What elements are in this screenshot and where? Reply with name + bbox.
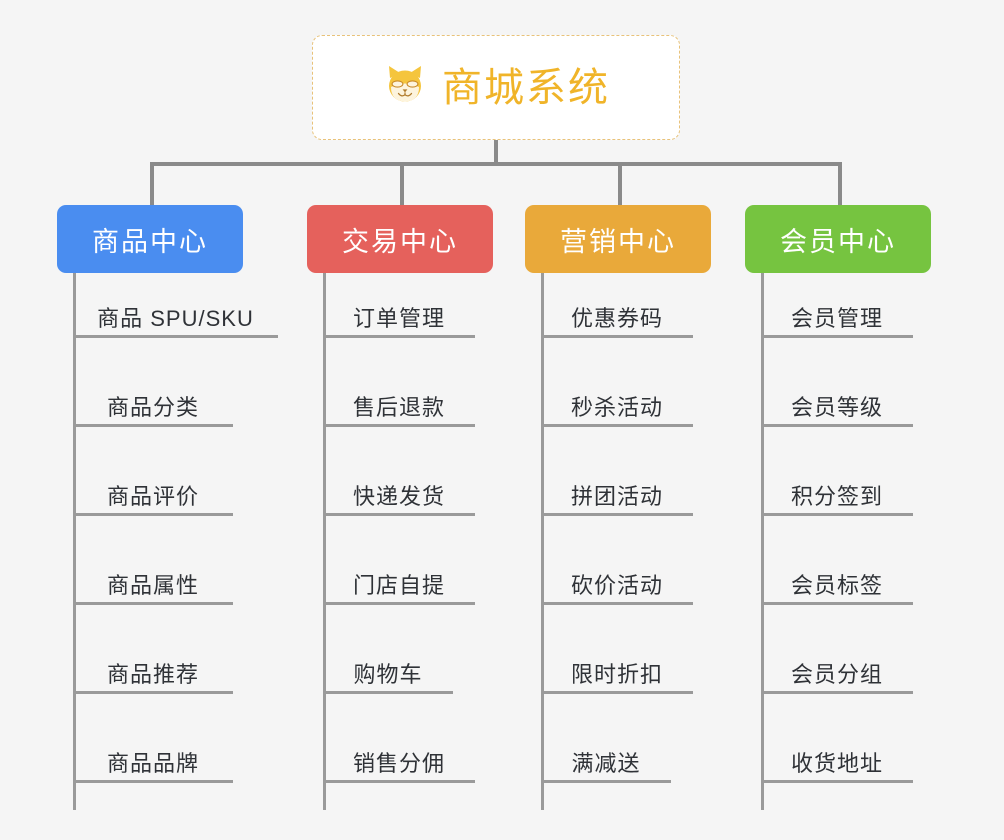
leaf-item[interactable]: 限时折扣 xyxy=(541,642,693,694)
leaf-item[interactable]: 商品属性 xyxy=(73,553,233,605)
leaf-label: 会员分组 xyxy=(790,661,883,687)
category-label: 营销中心 xyxy=(560,226,676,257)
leaf-label: 购物车 xyxy=(353,661,423,687)
leaf-item[interactable]: 秒杀活动 xyxy=(541,375,693,427)
leaf-item[interactable]: 售后退款 xyxy=(323,375,475,427)
leaf-item[interactable]: 购物车 xyxy=(323,642,453,694)
category-label: 商品中心 xyxy=(92,226,208,257)
leaf-item[interactable]: 商品 SPU/SKU xyxy=(73,286,278,338)
category-node-会员中心[interactable]: 会员中心 xyxy=(745,205,931,273)
leaf-label: 收货地址 xyxy=(790,750,883,776)
leaf-spine xyxy=(73,273,76,810)
connector-drop-4 xyxy=(838,162,842,206)
connector-drop-3 xyxy=(618,162,622,206)
leaf-label: 会员标签 xyxy=(790,572,883,598)
shiba-dog-icon xyxy=(382,62,428,113)
leaf-item[interactable]: 快递发货 xyxy=(323,464,475,516)
leaf-item[interactable]: 砍价活动 xyxy=(541,553,693,605)
leaf-label: 优惠券码 xyxy=(570,305,663,331)
category-label: 交易中心 xyxy=(342,226,458,257)
leaf-item[interactable]: 会员标签 xyxy=(761,553,913,605)
category-label: 会员中心 xyxy=(780,226,896,257)
connector-drop-2 xyxy=(400,162,404,206)
leaf-spine xyxy=(761,273,764,810)
leaf-label: 订单管理 xyxy=(352,305,445,331)
leaf-item[interactable]: 商品分类 xyxy=(73,375,233,427)
leaf-item[interactable]: 收货地址 xyxy=(761,731,913,783)
leaf-item[interactable]: 商品品牌 xyxy=(73,731,233,783)
leaf-label: 拼团活动 xyxy=(570,483,663,509)
leaf-item[interactable]: 优惠券码 xyxy=(541,286,693,338)
leaf-column-会员中心: 会员管理 会员等级 积分签到 会员标签 会员分组 收货地址 xyxy=(761,273,941,823)
connector-bus xyxy=(150,162,842,166)
leaf-item[interactable]: 满减送 xyxy=(541,731,671,783)
category-node-营销中心[interactable]: 营销中心 xyxy=(525,205,711,273)
leaf-label: 商品分类 xyxy=(106,394,199,420)
leaf-column-营销中心: 优惠券码 秒杀活动 拼团活动 砍价活动 限时折扣 满减送 xyxy=(541,273,721,823)
leaf-spine xyxy=(323,273,326,810)
category-node-交易中心[interactable]: 交易中心 xyxy=(307,205,493,273)
leaf-label: 销售分佣 xyxy=(352,750,445,776)
leaf-item[interactable]: 门店自提 xyxy=(323,553,475,605)
leaf-label: 限时折扣 xyxy=(570,661,663,687)
leaf-item[interactable]: 商品推荐 xyxy=(73,642,233,694)
leaf-label: 会员等级 xyxy=(790,394,883,420)
leaf-label: 商品品牌 xyxy=(106,750,199,776)
leaf-item[interactable]: 销售分佣 xyxy=(323,731,475,783)
leaf-column-商品中心: 商品 SPU/SKU 商品分类 商品评价 商品属性 商品推荐 商品品牌 xyxy=(73,273,283,823)
leaf-item[interactable]: 会员管理 xyxy=(761,286,913,338)
leaf-item[interactable]: 拼团活动 xyxy=(541,464,693,516)
leaf-label: 门店自提 xyxy=(352,572,445,598)
leaf-item[interactable]: 订单管理 xyxy=(323,286,475,338)
leaf-label: 秒杀活动 xyxy=(570,394,663,420)
leaf-column-交易中心: 订单管理 售后退款 快递发货 门店自提 购物车 销售分佣 xyxy=(323,273,503,823)
leaf-item[interactable]: 会员等级 xyxy=(761,375,913,427)
leaf-label: 快递发货 xyxy=(352,483,445,509)
root-node-商城系统[interactable]: 商城系统 xyxy=(312,35,680,140)
category-node-商品中心[interactable]: 商品中心 xyxy=(57,205,243,273)
leaf-spine xyxy=(541,273,544,810)
connector-trunk xyxy=(494,140,498,164)
leaf-item[interactable]: 会员分组 xyxy=(761,642,913,694)
leaf-label: 商品推荐 xyxy=(106,661,199,687)
leaf-item[interactable]: 积分签到 xyxy=(761,464,913,516)
connector-drop-1 xyxy=(150,162,154,206)
leaf-label: 售后退款 xyxy=(352,394,445,420)
leaf-item[interactable]: 商品评价 xyxy=(73,464,233,516)
leaf-label: 商品 SPU/SKU xyxy=(97,305,254,331)
leaf-label: 满减送 xyxy=(571,750,641,776)
leaf-label: 商品属性 xyxy=(106,572,199,598)
leaf-label: 积分签到 xyxy=(790,483,883,509)
leaf-label: 砍价活动 xyxy=(570,572,663,598)
leaf-label: 会员管理 xyxy=(790,305,883,331)
leaf-label: 商品评价 xyxy=(106,483,199,509)
root-node-label: 商城系统 xyxy=(442,65,610,110)
